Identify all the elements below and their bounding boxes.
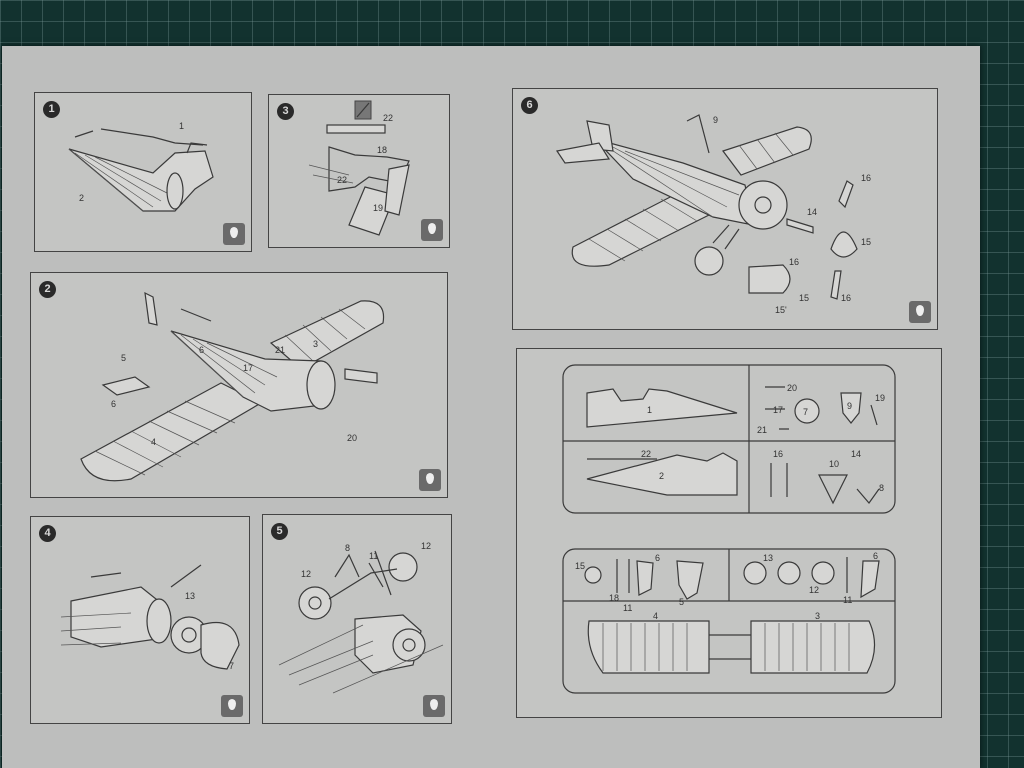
sprue-part-label: 7 xyxy=(803,407,808,417)
step-1-label: 1 xyxy=(179,121,184,131)
step-number-badge: 4 xyxy=(39,525,56,542)
glue-drop-icon xyxy=(221,695,243,717)
sprue-part-label: 11 xyxy=(843,595,852,605)
sprue-part-label: 16 xyxy=(773,449,783,459)
step-number-badge: 1 xyxy=(43,101,60,118)
step-5-label: 8 xyxy=(345,543,350,553)
sprue-part-label: 9 xyxy=(847,401,852,411)
step-6-label: 9 xyxy=(713,115,718,125)
step-5-panel: 8 11 12 12 5 xyxy=(262,514,452,724)
step-2-label: 5 xyxy=(121,353,126,363)
glue-drop-icon xyxy=(419,469,441,491)
sprue-part-label: 17 xyxy=(773,405,783,415)
step-3-label: 22 xyxy=(337,175,347,185)
step-2-label: 4 xyxy=(151,437,156,447)
step-number-badge: 3 xyxy=(277,103,294,120)
sprue-part-label: 13 xyxy=(763,553,773,563)
step-6-diagram: 9 16 14 15 16 15 15' 16 xyxy=(555,114,871,315)
sprue-part-label: 3 xyxy=(815,611,820,621)
glue-drop-icon xyxy=(223,223,245,245)
step-3-diagram: 22 18 22 19 xyxy=(308,100,410,236)
step-6-label: 16 xyxy=(789,257,799,267)
step-3-label: 18 xyxy=(377,145,387,155)
step-2-label: 3 xyxy=(313,339,318,349)
step-6-label: 15 xyxy=(799,293,809,303)
step-2-label: 17 xyxy=(243,363,253,373)
step-4-panel: 13 7 4 xyxy=(30,516,250,724)
step-number-badge: 2 xyxy=(39,281,56,298)
sprue-part-label: 21 xyxy=(757,425,767,435)
sprue-diagram: 20 17 7 9 19 21 1 22 16 10 14 2 8 xyxy=(562,364,896,694)
step-6-label: 15' xyxy=(775,305,787,315)
step-number-badge: 5 xyxy=(271,523,288,540)
step-1-diagram: 1 2 xyxy=(68,121,214,212)
step-4-label: 7 xyxy=(229,661,234,671)
sprue-parts-map-panel: 20 17 7 9 19 21 1 22 16 10 14 2 8 xyxy=(516,348,942,718)
step-2-diagram: 5 6 6 17 21 3 4 20 xyxy=(80,291,385,482)
step-1-panel: 1 2 1 xyxy=(34,92,252,252)
step-6-label: 15 xyxy=(861,237,871,247)
step-number-badge: 6 xyxy=(521,97,538,114)
step-5-label: 12 xyxy=(301,569,311,579)
glue-drop-icon xyxy=(423,695,445,717)
step-6-label: 14 xyxy=(807,207,817,217)
sprue-part-label: 11 xyxy=(623,603,632,613)
sprue-part-label: 5 xyxy=(679,597,684,607)
step-3-label: 19 xyxy=(373,203,383,213)
instruction-sheet: 1 2 1 22 18 22 19 3 xyxy=(2,46,980,768)
step-5-label: 11 xyxy=(369,551,378,561)
step-2-label: 20 xyxy=(347,433,357,443)
sprue-part-label: 6 xyxy=(873,551,878,561)
step-5-label: 12 xyxy=(421,541,431,551)
glue-drop-icon xyxy=(909,301,931,323)
sprue-part-label: 20 xyxy=(787,383,797,393)
step-1-label: 2 xyxy=(79,193,84,203)
sprue-part-label: 10 xyxy=(829,459,839,469)
step-4-diagram: 13 7 xyxy=(60,564,240,671)
step-2-label: 6 xyxy=(199,345,204,355)
step-5-diagram: 8 11 12 12 xyxy=(278,541,444,694)
step-6-label: 16 xyxy=(861,173,871,183)
sprue-part-label: 4 xyxy=(653,611,658,621)
step-3-panel: 22 18 22 19 3 xyxy=(268,94,450,248)
step-2-label: 6 xyxy=(111,399,116,409)
sprue-part-label: 22 xyxy=(641,449,651,459)
step-2-panel: 5 6 6 17 21 3 4 20 2 xyxy=(30,272,448,498)
sprue-part-label: 18 xyxy=(609,593,619,603)
sprue-part-label: 14 xyxy=(851,449,861,459)
step-3-label: 22 xyxy=(383,113,393,123)
sprue-part-label: 19 xyxy=(875,393,885,403)
glue-drop-icon xyxy=(421,219,443,241)
step-2-label: 21 xyxy=(275,345,285,355)
sprue-part-label: 2 xyxy=(659,471,664,481)
sprue-part-label: 15 xyxy=(575,561,585,571)
sprue-part-label: 12 xyxy=(809,585,819,595)
sprue-part-label: 1 xyxy=(647,405,652,415)
sprue-part-label: 8 xyxy=(879,483,884,493)
step-4-label: 13 xyxy=(185,591,195,601)
sprue-part-label: 6 xyxy=(655,553,660,563)
step-6-panel: 9 16 14 15 16 15 15' 16 6 xyxy=(512,88,938,330)
step-6-label: 16 xyxy=(841,293,851,303)
